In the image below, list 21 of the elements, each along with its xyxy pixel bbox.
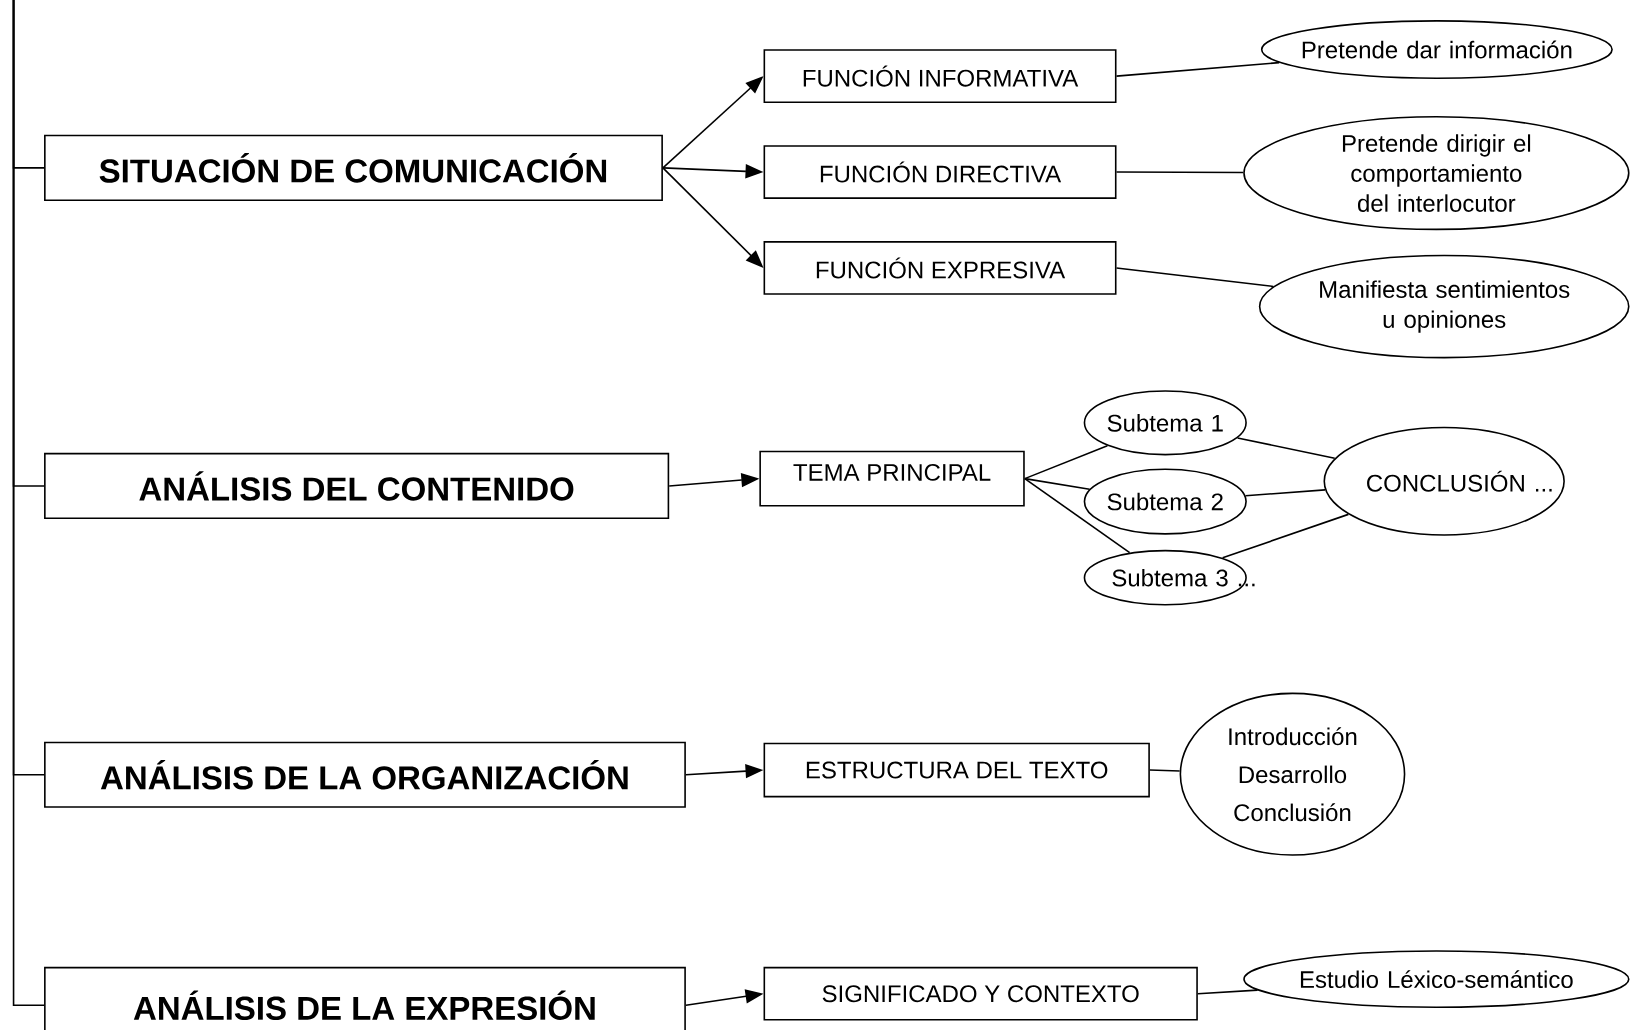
connector-line — [1221, 513, 1350, 559]
connector-line — [1244, 489, 1326, 497]
label-box: FUNCIÓN DIRECTIVA — [763, 145, 1117, 199]
label-box: TEMA PRINCIPAL — [759, 450, 1025, 507]
label-box: FUNCIÓN INFORMATIVA — [763, 49, 1117, 103]
label-box: FUNCIÓN EXPRESIVA — [763, 241, 1117, 295]
connector-line — [1149, 769, 1181, 772]
connector-line — [1115, 61, 1280, 77]
connector-line — [1115, 171, 1244, 174]
connector-line — [12, 0, 45, 1006]
label-box: ESTRUCTURA DEL TEXTO — [763, 742, 1150, 798]
section-box: ANÁLISIS DE LA ORGANIZACIÓN — [44, 741, 686, 808]
label-box: SIGNIFICADO Y CONTEXTO — [763, 966, 1198, 1021]
connector-line — [1115, 267, 1275, 288]
section-box: SITUACIÓN DE COMUNICACIÓN — [44, 134, 663, 201]
connector-line — [1236, 437, 1336, 459]
connector-line — [1024, 477, 1091, 490]
connector-line — [1197, 989, 1259, 995]
connector-line — [1024, 444, 1109, 480]
section-box: ANÁLISIS DE LA EXPRESIÓN — [44, 966, 686, 1030]
section-box: ANÁLISIS DEL CONTENIDO — [44, 452, 670, 519]
